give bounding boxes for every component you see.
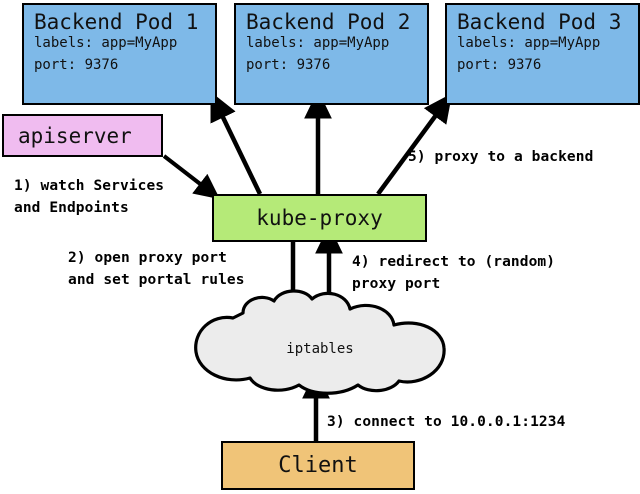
apiserver-label: apiserver [18, 123, 132, 148]
backend-pod-3-title: Backend Pod 3 [457, 10, 622, 34]
kube-proxy-box[interactable]: kube-proxy [212, 194, 427, 242]
client-label: Client [278, 453, 358, 478]
step-2-label: 2) open proxy port and set portal rules [68, 250, 245, 289]
backend-pod-2-labels: labels: app=MyApp [246, 35, 390, 51]
arrow-apiserver-to-kubeproxy [162, 154, 221, 200]
arrow-kubeproxy-to-pod1 [210, 91, 263, 195]
backend-pod-3-port: port: 9376 [457, 56, 542, 73]
step-3-label: 3) connect to 10.0.0.1:1234 [327, 414, 566, 430]
iptables-label: iptables [286, 341, 354, 357]
backend-pod-3-labels: labels: app=MyApp [457, 35, 601, 51]
backend-pod-2-box[interactable]: Backend Pod 2 labels: app=MyApp port: 93… [234, 3, 429, 105]
backend-pod-2-port: port: 9376 [246, 56, 331, 73]
step-4-label: 4) redirect to (random) proxy port [352, 254, 556, 293]
kube-proxy-label: kube-proxy [256, 206, 383, 230]
iptables-cloud-shape [194, 289, 446, 395]
backend-pod-3-box[interactable]: Backend Pod 3 labels: app=MyApp port: 93… [445, 3, 640, 105]
step-5-label: 5) proxy to a backend [408, 149, 594, 165]
backend-pod-1-title: Backend Pod 1 [34, 10, 199, 34]
client-box[interactable]: Client [221, 441, 415, 490]
backend-pod-1-box[interactable]: Backend Pod 1 labels: app=MyApp port: 93… [22, 3, 217, 105]
arrow-kubeproxy-to-pod3 [376, 93, 453, 196]
backend-pod-2-title: Backend Pod 2 [246, 10, 411, 34]
backend-pod-1-port: port: 9376 [34, 56, 119, 73]
backend-pod-1-labels: labels: app=MyApp [34, 35, 178, 51]
step-1-label: 1) watch Services and Endpoints [14, 178, 165, 217]
apiserver-box[interactable]: apiserver [2, 114, 163, 157]
